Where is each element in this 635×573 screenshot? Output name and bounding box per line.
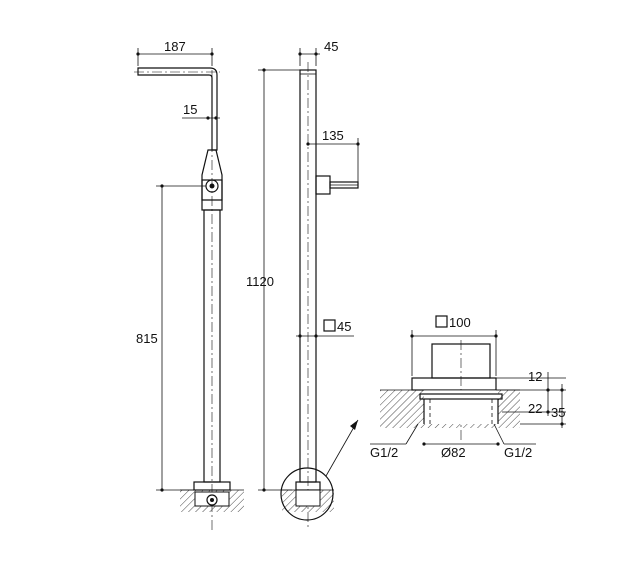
dim-base-square: 100 [449, 315, 471, 330]
front-view: 187 15 815 [134, 39, 244, 530]
square-section-icon [323, 319, 336, 332]
dim-handle-projection: 135 [322, 128, 344, 143]
dim-bore-diameter: Ø82 [441, 445, 466, 460]
dim-height-to-mixer: 815 [136, 331, 158, 346]
label-thread-right: G1/2 [504, 445, 532, 460]
label-thread-left: G1/2 [370, 445, 398, 460]
dim-square-section: 45 [337, 319, 351, 334]
square-base-icon [435, 315, 448, 328]
dim-plate-thickness: 12 [528, 369, 542, 384]
detail-view: 100 12 22 35 G1/2 Ø82 G1/2 [370, 315, 566, 460]
dim-total-depth: 35 [551, 405, 565, 420]
dim-total-height: 1120 [246, 274, 274, 289]
dim-spout-width: 187 [164, 39, 186, 54]
side-view: 45 135 1120 45 [246, 39, 360, 530]
dim-column-width: 45 [324, 39, 338, 54]
dim-mid-depth: 22 [528, 401, 542, 416]
dim-pipe-diameter: 15 [183, 102, 197, 117]
